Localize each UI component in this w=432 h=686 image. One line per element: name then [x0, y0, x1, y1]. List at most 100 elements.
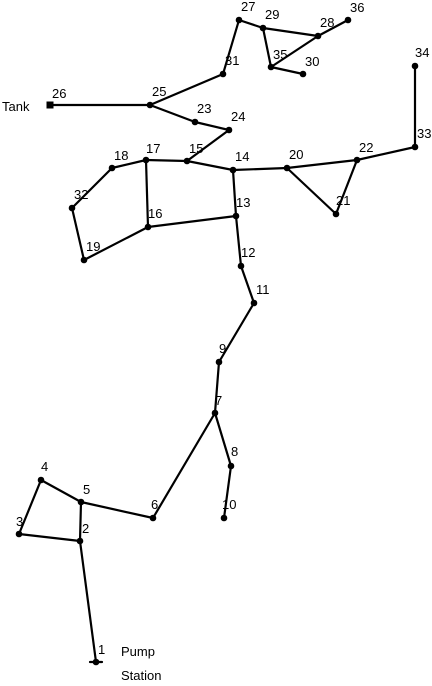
node-label-35: 35 [273, 47, 287, 62]
pipe-18-17 [110, 158, 148, 170]
node-9 [215, 358, 223, 366]
node-label-8: 8 [231, 444, 238, 459]
pipe-32-18 [70, 166, 114, 210]
node-label-10: 10 [222, 497, 236, 512]
node-label-3: 3 [16, 514, 23, 529]
pipe-16-17 [144, 158, 150, 229]
node-label-17: 17 [146, 141, 160, 156]
pipe-22-33 [355, 145, 417, 162]
node-19 [80, 256, 88, 264]
node-34 [411, 62, 419, 70]
node-label-18: 18 [114, 148, 128, 163]
node-24 [225, 126, 233, 134]
node-label-2: 2 [82, 521, 89, 536]
node-label-19: 19 [86, 239, 100, 254]
pipe-3-4 [17, 478, 43, 536]
pipe-20-21 [285, 166, 338, 216]
node-label-25: 25 [152, 84, 166, 99]
node-15 [183, 157, 191, 165]
pump-station-label-line2: Station [121, 668, 161, 681]
node-label-9: 9 [219, 341, 226, 356]
node-30 [299, 70, 307, 78]
node-17 [142, 156, 150, 164]
pipe-7-8 [213, 411, 233, 468]
node-32 [68, 204, 76, 212]
pipe-11-12 [239, 264, 256, 305]
pipe-4-5 [39, 478, 83, 504]
node-label-28: 28 [320, 15, 334, 30]
pipe-29-35 [261, 26, 273, 69]
node-23 [191, 118, 199, 126]
node-2 [76, 537, 84, 545]
node-label-34: 34 [415, 45, 429, 60]
pipe-35-30 [269, 65, 305, 76]
node-label-13: 13 [236, 195, 250, 210]
node-label-15: 15 [189, 141, 203, 156]
node-label-11: 11 [256, 282, 270, 297]
pipe-16-19 [82, 225, 150, 262]
node-7 [211, 409, 219, 417]
node-27 [235, 16, 243, 24]
node-label-16: 16 [148, 206, 162, 221]
junction-nodes [15, 16, 419, 666]
node-label-27: 27 [241, 0, 255, 14]
node-14 [229, 166, 237, 174]
pipe-2-3 [17, 532, 82, 543]
tank-label: Tank [2, 99, 30, 114]
node-label-29: 29 [265, 7, 279, 22]
node-35 [267, 63, 275, 71]
node-13 [232, 212, 240, 220]
node-29 [259, 24, 267, 32]
pipe-20-22 [285, 158, 359, 170]
node-label-12: 12 [241, 245, 255, 260]
pipe-13-14 [231, 168, 238, 218]
node-18 [108, 164, 116, 172]
node-20 [283, 164, 291, 172]
pipe-13-16 [146, 214, 238, 229]
node-label-14: 14 [235, 149, 249, 164]
pipe-12-13 [234, 214, 243, 268]
pipe-8-10 [222, 464, 233, 520]
pipe-15-14 [185, 159, 235, 172]
pipe-15-24 [185, 128, 231, 163]
pipe-7-9 [213, 360, 221, 415]
node-label-31: 31 [225, 53, 239, 68]
node-33 [411, 143, 419, 151]
node-label-22: 22 [359, 140, 373, 155]
pipe-17-15 [144, 158, 189, 163]
node-12 [237, 262, 245, 270]
node-21 [332, 210, 340, 218]
pipe-24-23 [193, 120, 231, 132]
pipe-28-36 [316, 18, 350, 38]
pipe-28-35 [269, 34, 320, 69]
node-label-20: 20 [289, 147, 303, 162]
pipe-19-32 [70, 206, 86, 262]
node-labels: 1234567891011121314151617181920212223242… [16, 0, 431, 657]
pipe-25-31 [148, 72, 225, 107]
node-8 [227, 462, 235, 470]
pipe-21-22 [334, 158, 359, 216]
node-label-26: 26 [52, 86, 66, 101]
node-label-36: 36 [350, 0, 364, 15]
node-label-4: 4 [41, 459, 48, 474]
node-label-21: 21 [336, 193, 350, 208]
pipe-14-20 [231, 166, 289, 172]
node-label-24: 24 [231, 109, 245, 124]
node-5 [77, 498, 85, 506]
pump-station-node [88, 658, 104, 666]
pipe-5-6 [79, 500, 155, 520]
node-36 [344, 16, 352, 24]
node-3 [15, 530, 23, 538]
node-label-1: 1 [98, 642, 105, 657]
pump-station-label-line1: Pump [121, 644, 155, 659]
pipe-27-29 [237, 18, 265, 30]
node-label-7: 7 [215, 393, 222, 408]
node-label-30: 30 [305, 54, 319, 69]
node-28 [314, 32, 322, 40]
node-label-33: 33 [417, 126, 431, 141]
pipe-23-25 [148, 103, 197, 124]
pipe-9-11 [217, 301, 256, 364]
node-label-5: 5 [83, 482, 90, 497]
